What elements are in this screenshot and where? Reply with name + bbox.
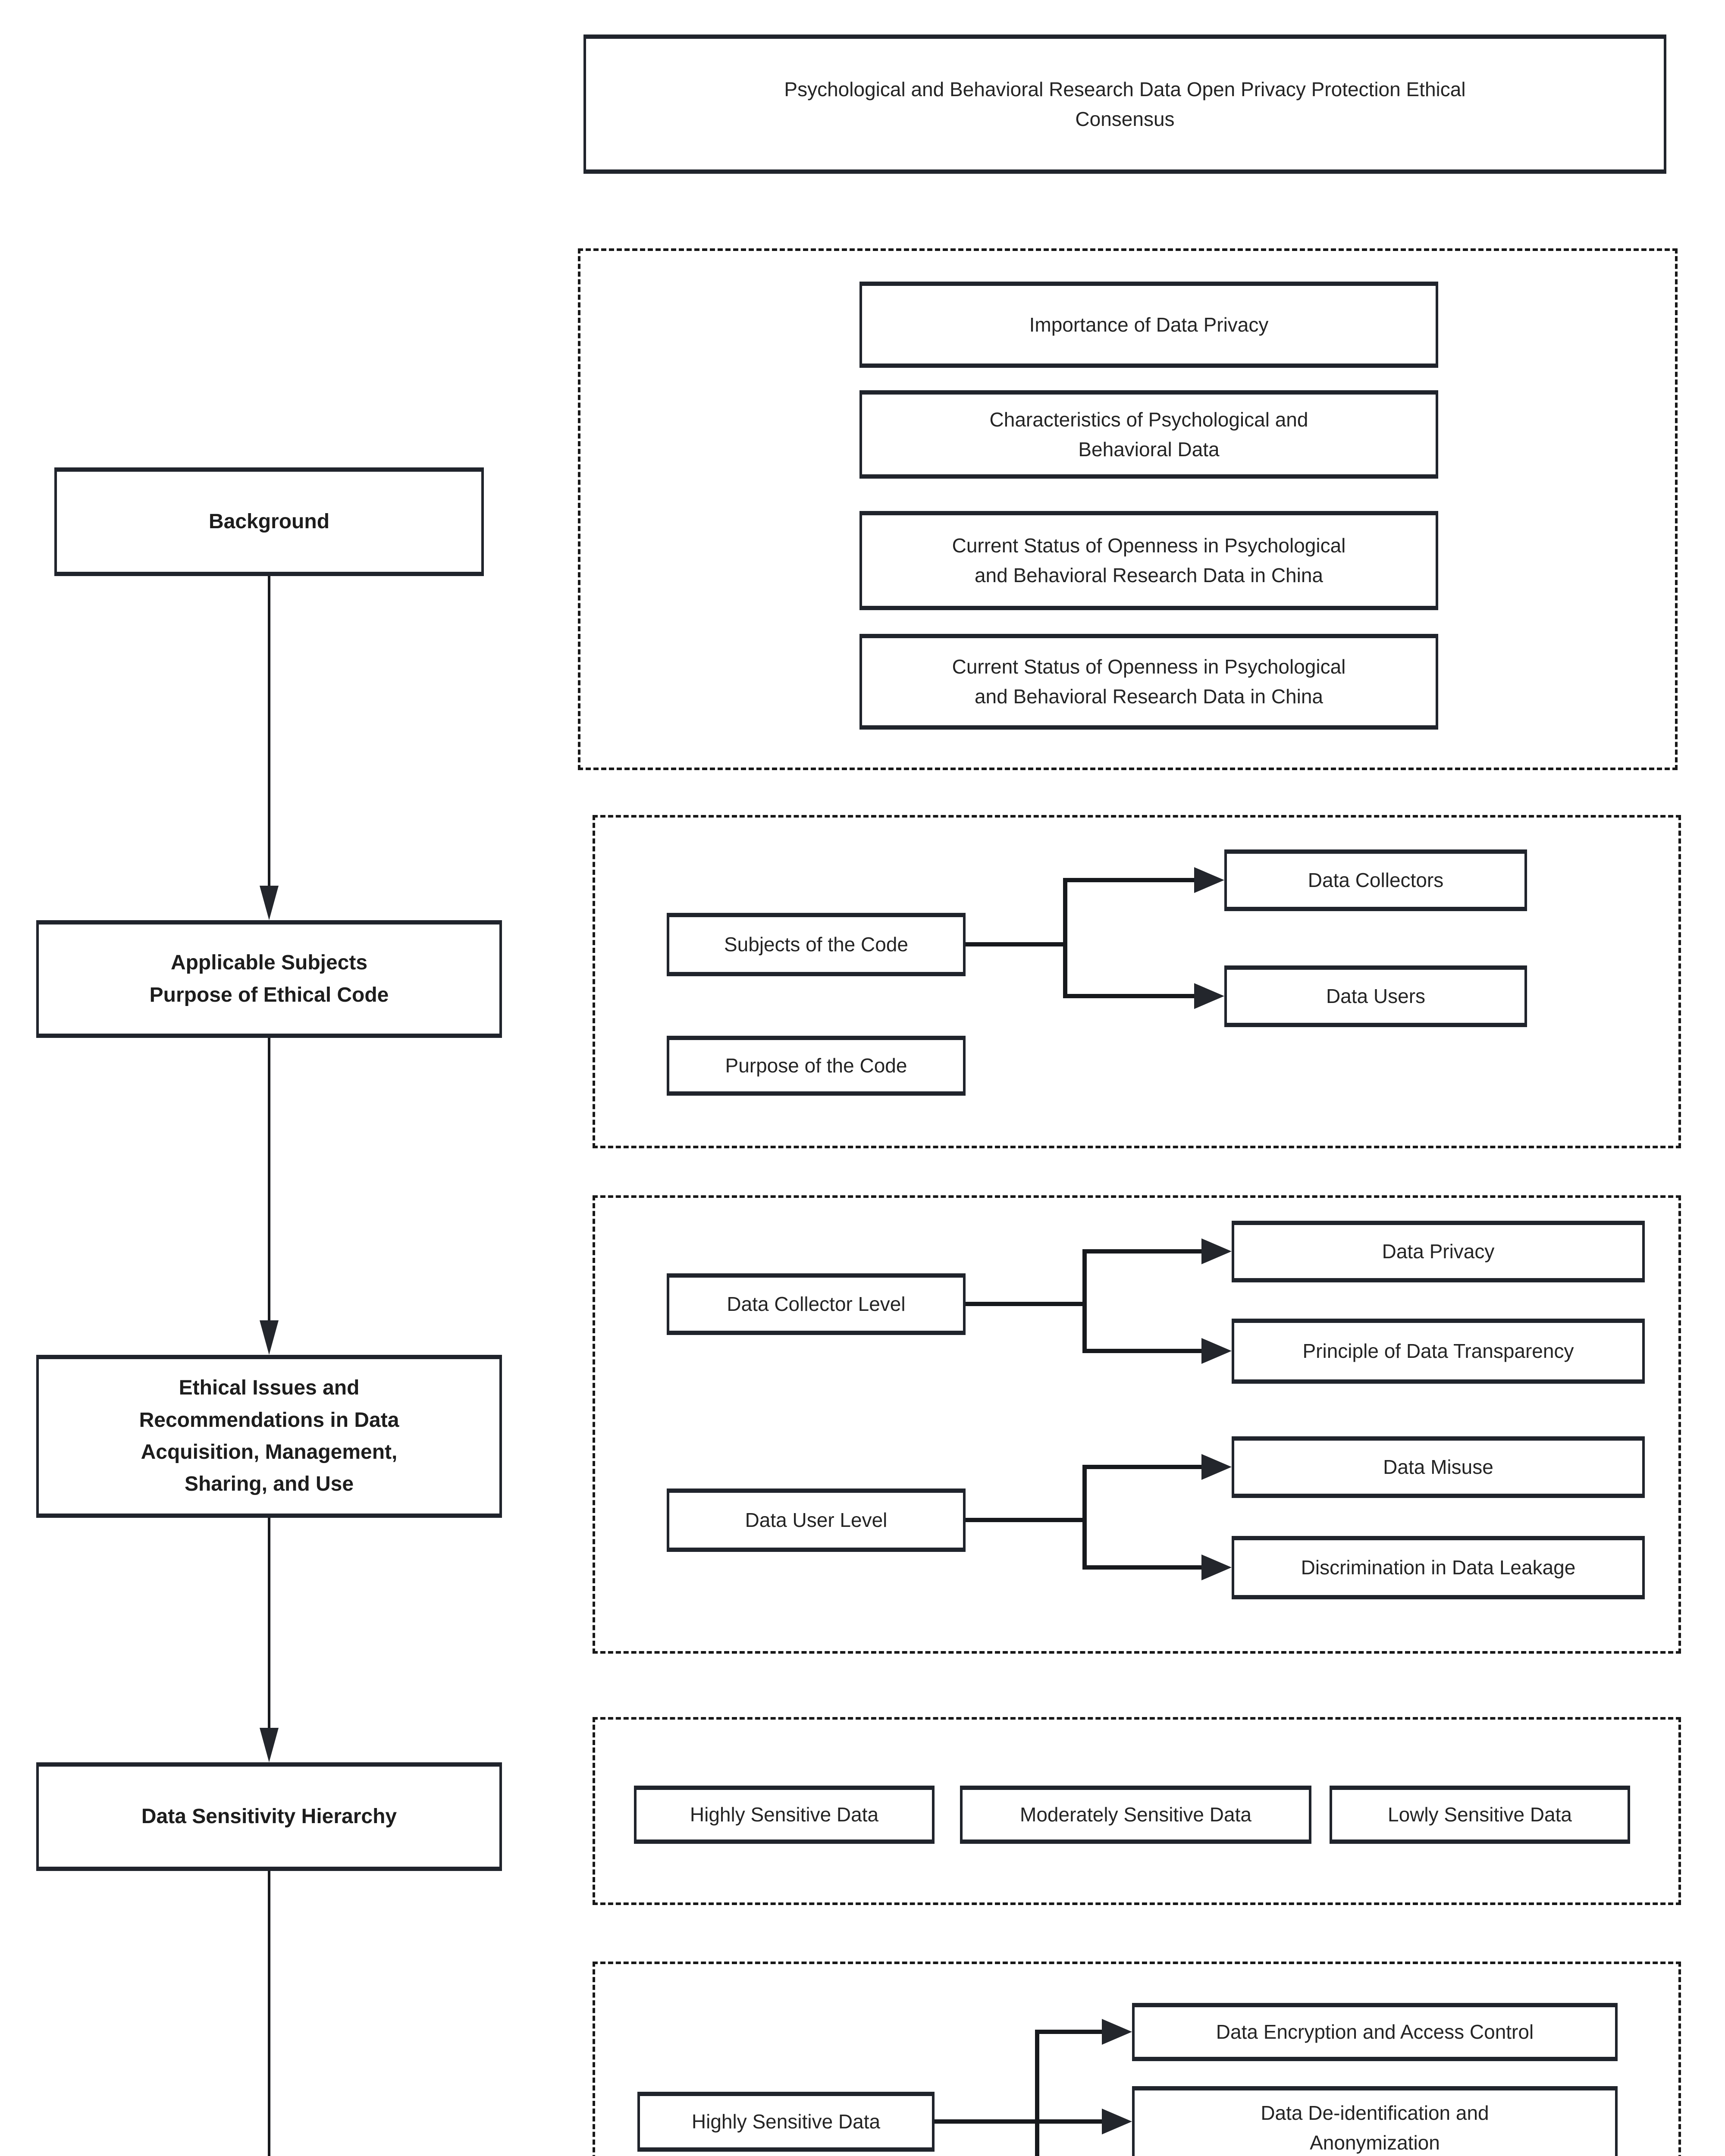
connector-line bbox=[1082, 1465, 1087, 1570]
right-arrow-icon bbox=[1194, 867, 1224, 893]
right-arrow-icon bbox=[1201, 1238, 1232, 1264]
box-highly-sensitive: Highly Sensitive Data bbox=[634, 1786, 935, 1844]
right-arrow-icon bbox=[1201, 1338, 1232, 1364]
connector-line bbox=[1082, 1465, 1204, 1469]
box-lowly-sensitive: Lowly Sensitive Data bbox=[1330, 1786, 1630, 1844]
box-purpose-of-the-code: Purpose of the Code bbox=[667, 1036, 966, 1096]
box-data-users: Data Users bbox=[1224, 965, 1527, 1027]
box-data-collectors: Data Collectors bbox=[1224, 849, 1527, 911]
right-arrow-icon bbox=[1201, 1554, 1232, 1580]
box-subjects-of-the-code: Subjects of the Code bbox=[667, 913, 966, 976]
box-current-status-1: Current Status of Openness in Psychologi… bbox=[859, 511, 1438, 610]
node-data-sensitivity-hierarchy: Data Sensitivity Hierarchy bbox=[36, 1762, 502, 1871]
box-data-privacy: Data Privacy bbox=[1232, 1221, 1645, 1282]
box-encryption-access-control: Data Encryption and Access Control bbox=[1132, 2003, 1618, 2061]
connector-line bbox=[1035, 2030, 1104, 2034]
node-ethical-issues: Ethical Issues and Recommendations in Da… bbox=[36, 1355, 502, 1518]
connector-line bbox=[935, 2119, 1104, 2124]
box-norms-highly-sensitive: Highly Sensitive Data bbox=[637, 2092, 935, 2152]
box-importance-of-data-privacy: Importance of Data Privacy bbox=[859, 282, 1438, 368]
connector-line bbox=[1063, 878, 1067, 998]
box-data-leakage: Discrimination in Data Leakage bbox=[1232, 1536, 1645, 1599]
right-arrow-icon bbox=[1201, 1454, 1232, 1480]
down-arrow-icon-1 bbox=[260, 886, 279, 920]
section-sensitivity-hierarchy bbox=[593, 1717, 1681, 1905]
box-moderately-sensitive: Moderately Sensitive Data bbox=[960, 1786, 1311, 1844]
section-background bbox=[578, 248, 1678, 770]
down-arrow-icon-2 bbox=[260, 1320, 279, 1355]
box-data-user-level: Data User Level bbox=[667, 1489, 966, 1552]
node-applicable-subjects: Applicable Subjects Purpose of Ethical C… bbox=[36, 920, 502, 1038]
right-arrow-icon bbox=[1102, 2019, 1132, 2045]
box-data-transparency: Principle of Data Transparency bbox=[1232, 1319, 1645, 1384]
connector-line bbox=[1035, 2030, 1039, 2156]
connector-line bbox=[966, 942, 1065, 946]
connector-line bbox=[1082, 1349, 1204, 1353]
right-arrow-icon bbox=[1102, 2109, 1132, 2134]
section-applicable-subjects bbox=[593, 815, 1681, 1148]
flow-line-4 bbox=[268, 1871, 270, 2156]
section-ethical-issues bbox=[593, 1195, 1681, 1654]
down-arrow-icon-3 bbox=[260, 1728, 279, 1762]
connector-line bbox=[1082, 1249, 1087, 1353]
box-data-misuse: Data Misuse bbox=[1232, 1436, 1645, 1498]
section-ethical-norms bbox=[593, 1962, 1681, 2156]
box-current-status-2: Current Status of Openness in Psychologi… bbox=[859, 634, 1438, 730]
flow-line-2 bbox=[268, 1038, 270, 1320]
title-box: Psychological and Behavioral Research Da… bbox=[583, 34, 1666, 174]
connector-line bbox=[1082, 1565, 1204, 1570]
node-background: Background bbox=[54, 467, 484, 576]
flow-line-1 bbox=[268, 576, 270, 886]
connector-line bbox=[1082, 1249, 1204, 1253]
connector-line bbox=[966, 1518, 1085, 1522]
right-arrow-icon bbox=[1194, 983, 1224, 1009]
connector-line bbox=[966, 1302, 1085, 1306]
box-deidentification-anonymization: Data De-identification and Anonymization bbox=[1132, 2086, 1618, 2156]
flow-line-3 bbox=[268, 1518, 270, 1728]
connector-line bbox=[1063, 878, 1196, 882]
box-data-collector-level: Data Collector Level bbox=[667, 1273, 966, 1335]
box-characteristics: Characteristics of Psychological and Beh… bbox=[859, 390, 1438, 479]
connector-line bbox=[1063, 994, 1196, 998]
